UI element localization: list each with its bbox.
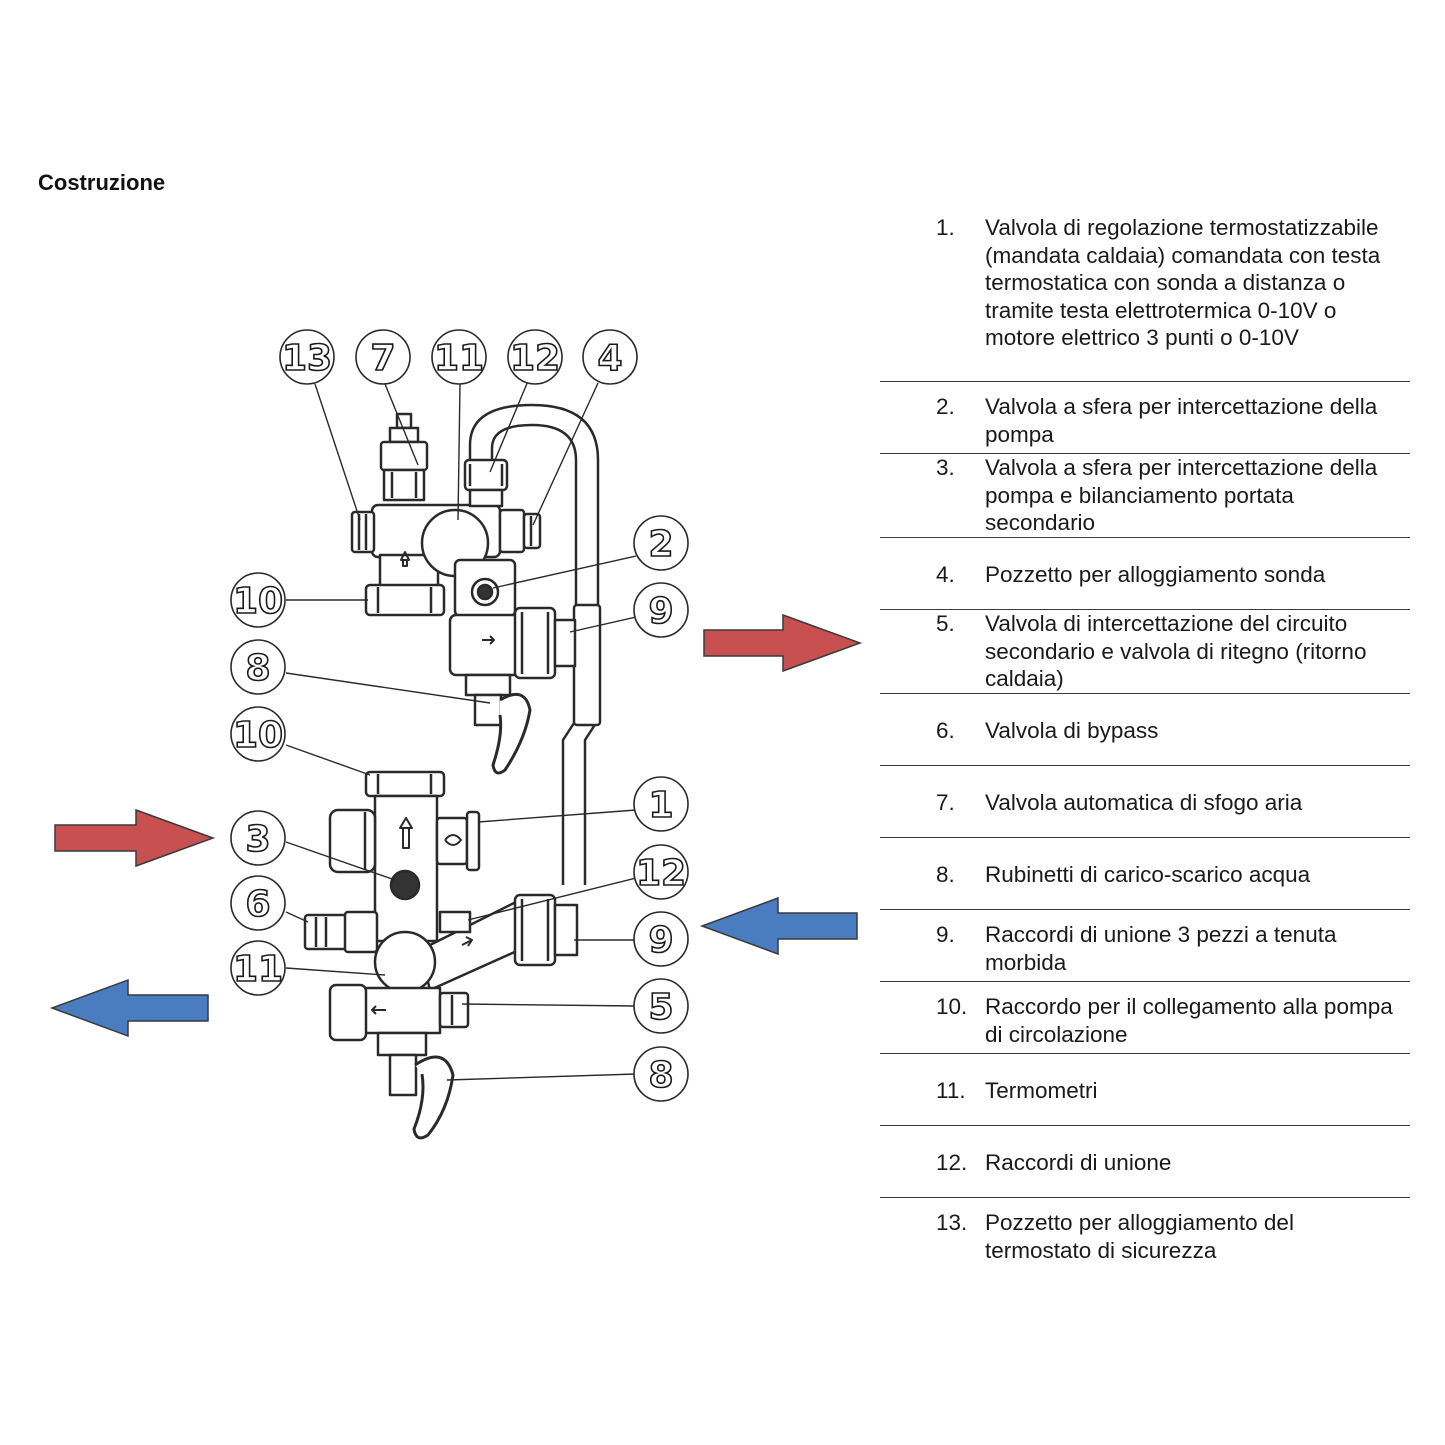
hydraulic-group-diagram: 13 7 11 12 4 2 9 1 12 9 5 8 10 8 10 3 6 11 [49,329,863,1140]
callout-11: 11 [230,940,286,996]
legend-item: 13. Pozzetto per alloggiamento del termos… [880,1198,1410,1270]
legend-number: 11. [936,1078,966,1103]
legend-number: 12. [936,1150,968,1175]
callout-7: 7 [355,329,411,385]
callout-8: 8 [633,1046,689,1102]
callout-10: 10 [230,706,286,762]
callout-number: 5 [648,987,673,1028]
legend-item: 4. Pozzetto per alloggiamento sonda [880,538,1410,610]
legend-text: Valvola di bypass [985,718,1159,743]
legend-text: Raccordo per il collegamento alla pompa … [985,994,1393,1047]
callout-number: 12 [510,338,560,379]
legend-text: Valvola di intercettazione del circuito … [985,611,1367,692]
callout-10: 10 [230,572,286,628]
legend-item: 12. Raccordi di unione [880,1126,1410,1198]
callout-12: 12 [633,844,689,900]
callout-2: 2 [633,515,689,571]
callout-number: 12 [636,853,686,894]
callout-number: 9 [648,920,673,961]
legend-item: 10. Raccordo per il collegamento alla pom… [880,982,1410,1054]
callout-5: 5 [633,978,689,1034]
legend-item: 9. Raccordi di unione 3 pezzi a tenuta mo… [880,910,1410,982]
legend-text: Raccordi di unione [985,1150,1172,1175]
legend-item: 5. Valvola di intercettazione del circuit… [880,610,1410,694]
lower-valve-block [303,770,579,1140]
upper-valve-block [350,412,577,775]
legend-text: Valvola di regolazione termostatizzabile… [985,215,1381,351]
legend-text: Pozzetto per alloggiamento sonda [985,562,1326,587]
legend-text: Valvola automatica di sfogo aria [985,790,1303,815]
callout-6: 6 [230,875,286,931]
legend-item: 8. Rubinetti di carico-scarico acqua [880,838,1410,910]
callout-number: 8 [648,1055,673,1096]
callout-number: 10 [233,715,283,756]
legend-number: 9. [936,922,955,947]
callout-11: 11 [431,329,487,385]
legend-item: 7. Valvola automatica di sfogo aria [880,766,1410,838]
callout-number: 1 [648,785,673,826]
legend-number: 5. [936,611,955,636]
callout-number: 7 [370,338,395,379]
callout-number: 2 [648,524,673,565]
callout-number: 13 [282,338,332,379]
legend-item: 11. Termometri [880,1054,1410,1126]
callout-9: 9 [633,582,689,638]
legend-item: 1. Valvola di regolazione termostatizzabi… [880,214,1410,382]
legend-number: 1. [936,215,955,240]
legend-text: Rubinetti di carico-scarico acqua [985,862,1311,887]
legend-number: 4. [936,562,955,587]
pipe-sleeve [572,603,602,727]
page-title: Costruzione [38,170,166,195]
hot-flow-arrow-outlet [703,613,863,673]
callout-number: 3 [245,819,270,860]
callout-4: 4 [582,329,638,385]
callout-number: 10 [233,581,283,622]
legend-number: 8. [936,862,955,887]
legend-number: 2. [936,394,955,419]
callout-number: 4 [597,338,622,379]
callout-number: 11 [233,949,283,990]
legend-number: 6. [936,718,955,743]
callout-number: 6 [245,884,270,925]
callout-3: 3 [230,810,286,866]
thermometer-lower [373,930,437,994]
callout-number: 11 [434,338,484,379]
callout-1: 1 [633,776,689,832]
callout-8: 8 [230,639,286,695]
callout-12: 12 [507,329,563,385]
callout-group: 13 7 11 12 4 2 9 1 12 9 5 8 10 8 10 3 6 11 [230,329,689,1102]
cold-flow-arrow-inlet [699,896,858,956]
leader-lines [285,380,637,1081]
legend-text: Raccordi di unione 3 pezzi a tenuta morb… [985,922,1337,975]
legend-text: Valvola a sfera per intercettazione dell… [985,394,1378,447]
legend-item: 6. Valvola di bypass [880,694,1410,766]
legend-text: Pozzetto per alloggiamento del termostat… [985,1210,1294,1263]
legend-item: 3. Valvola a sfera per intercettazione de… [880,454,1410,538]
legend-number: 13. [936,1210,968,1235]
hot-flow-arrow-inlet [54,808,216,868]
legend-number: 7. [936,790,955,815]
bypass-pipe [468,403,600,885]
legend-item: 2. Valvola a sfera per intercettazione de… [880,382,1410,454]
legend-text: Termometri [985,1078,1098,1103]
legend-text: Valvola a sfera per intercettazione dell… [985,455,1378,536]
component-legend: 1. Valvola di regolazione termostatizzabi… [880,214,1410,1270]
callout-number: 9 [648,591,673,632]
callout-9: 9 [633,911,689,967]
legend-number: 3. [936,455,955,480]
legend-number: 10. [936,994,968,1019]
cold-flow-arrow-outlet [49,978,209,1038]
callout-number: 8 [245,648,270,689]
callout-13: 13 [279,329,335,385]
